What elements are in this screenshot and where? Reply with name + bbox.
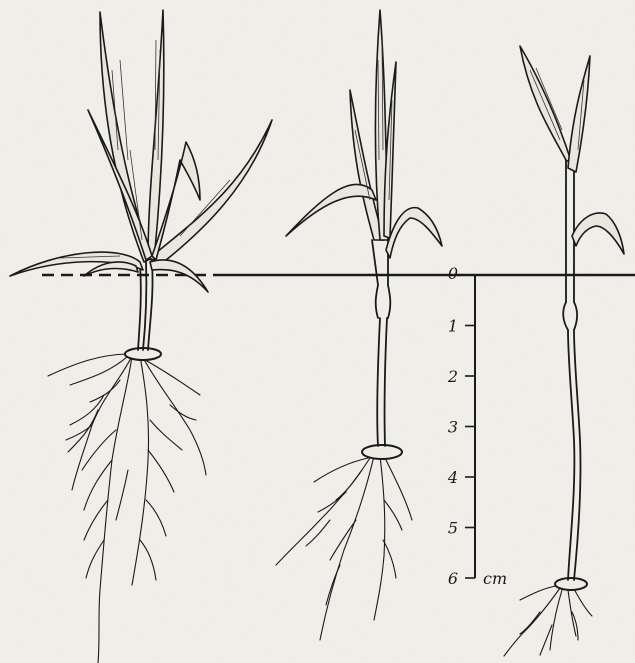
- scale-unit-label: cm: [483, 569, 507, 588]
- right-seed: [555, 578, 587, 590]
- scale-label-3: 3: [448, 418, 458, 437]
- scale-label-6: 6: [448, 569, 458, 588]
- scale-label-1: 1: [448, 317, 458, 336]
- middle-seed: [362, 445, 402, 459]
- scale-label-0: 0: [448, 264, 458, 283]
- scale-label-2: 2: [447, 367, 458, 386]
- scale-label-4: 4: [447, 468, 458, 487]
- scale-label-5: 5: [448, 519, 458, 538]
